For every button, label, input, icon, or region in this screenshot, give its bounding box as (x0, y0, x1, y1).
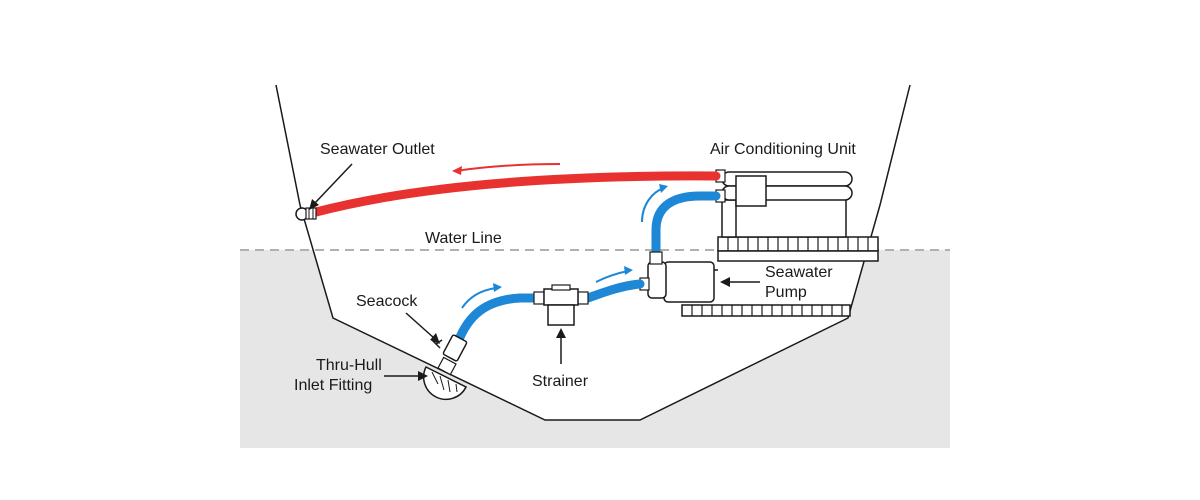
strainer (533, 284, 589, 326)
label-seawater-pump-line2: Pump (765, 284, 807, 301)
arrow-seacock-head (430, 333, 440, 344)
ac-unit-base (717, 236, 879, 262)
arrow-seawater-outlet-head (309, 199, 319, 210)
pump-base (681, 304, 851, 317)
hull-outline (275, 84, 911, 421)
flow-arrow-outlet (454, 163, 561, 172)
arrow-seawater-pump-head (720, 277, 730, 287)
label-thru-hull-line1: Thru-Hull (316, 357, 382, 374)
flow-arrow-seacock-to-strainer (461, 287, 497, 309)
label-strainer: Strainer (532, 373, 589, 390)
label-thru-hull-line2: Inlet Fitting (294, 377, 372, 394)
flow-arrow-outlet-head (452, 166, 462, 175)
seacock-to-strainer-hose (453, 293, 547, 347)
seawater-outlet-fitting (295, 207, 317, 221)
strainer-to-pump-hose (583, 279, 645, 303)
hull-lower (318, 250, 866, 420)
arrow-strainer-head (556, 328, 566, 338)
arrow-seawater-outlet (313, 163, 353, 205)
flow-arrow-seacock-to-strainer-head (493, 283, 502, 292)
pump-to-ac-hose (651, 191, 721, 267)
flow-arrow-pump-to-ac-head (659, 184, 668, 193)
callout-arrows (309, 163, 760, 381)
air-conditioning-unit (715, 169, 853, 238)
label-air-conditioning-unit: Air Conditioning Unit (710, 141, 856, 158)
label-seacock: Seacock (356, 293, 418, 310)
label-seawater-pump-line1: Seawater (765, 264, 833, 281)
hot-outlet-hose (311, 171, 721, 217)
arrow-seacock (405, 312, 435, 339)
label-water-line: Water Line (425, 230, 502, 247)
flow-arrow-strainer-to-pump-head (624, 266, 633, 275)
arrow-thru-hull-head (418, 371, 428, 381)
seacock-valve (431, 334, 468, 362)
label-seawater-outlet: Seawater Outlet (320, 141, 435, 158)
